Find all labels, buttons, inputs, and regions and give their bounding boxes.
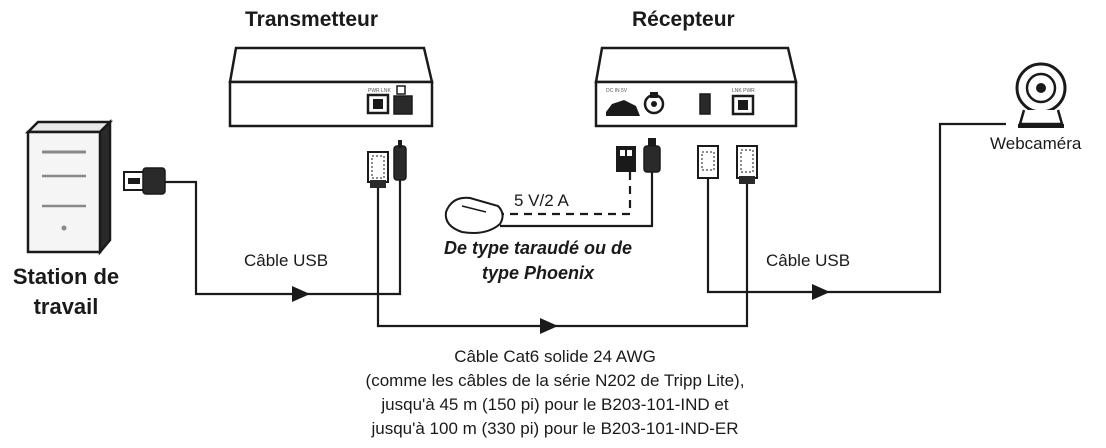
- webcam-label: Webcaméra: [990, 134, 1082, 153]
- webcam-icon: [1015, 62, 1067, 128]
- workstation-label-line2: travail: [33, 294, 99, 319]
- cables: [150, 122, 1006, 328]
- cat6-cable-caption: Câble Cat6 solide 24 AWG (comme les câbl…: [320, 345, 790, 441]
- svg-text:DC IN 5V: DC IN 5V: [606, 88, 628, 94]
- usb-plug-receiver-icon: [697, 145, 719, 179]
- power-type-line1: De type taraudé ou de: [443, 238, 633, 258]
- cat6-line1: Câble Cat6 solide 24 AWG: [454, 347, 656, 366]
- cat6-cable-path: [376, 178, 749, 328]
- usb-cable-right-path: [706, 122, 1006, 294]
- cat6-line2: (comme les câbles de la série N202 de Tr…: [365, 371, 745, 390]
- arrowheads: [292, 284, 830, 334]
- workstation-label-line1: Station de: [12, 264, 120, 289]
- cat6-line3: jusqu'à 45 m (150 pi) pour le B203-101-I…: [381, 395, 729, 414]
- rj45-plug-icon: [367, 151, 389, 188]
- workstation-tower: [24, 118, 114, 256]
- transmitter-label: Transmetteur: [245, 8, 379, 31]
- svg-text:LNK PWR: LNK PWR: [732, 88, 755, 94]
- rj45-plug-receiver-icon: [736, 145, 758, 184]
- transmitter-box: PWR LNK: [228, 46, 434, 128]
- usb-cable-left-path: [150, 178, 402, 296]
- cat6-line4: jusqu'à 100 m (330 pi) pour le B203-101-…: [371, 419, 739, 438]
- receiver-label: Récepteur: [632, 8, 735, 31]
- workstation-label: Station de travail: [4, 262, 128, 322]
- receiver-box: DC IN 5V LNK PWR: [594, 46, 798, 128]
- arrow-usb-left: [292, 286, 310, 302]
- usb-cable-right-label: Câble USB: [766, 251, 851, 270]
- arrow-cat6: [540, 318, 558, 334]
- power-type-line2: type Phoenix: [481, 263, 595, 283]
- svg-text:PWR LNK: PWR LNK: [368, 88, 391, 94]
- usb-plug-icon: [123, 167, 166, 195]
- dc-plug-icon: [393, 140, 407, 181]
- terminal-plug-icon: [616, 146, 636, 172]
- power-dashed-path: [500, 172, 632, 216]
- power-type-label: De type taraudé ou de type Phoenix: [412, 236, 664, 286]
- arrow-usb-right: [812, 284, 830, 300]
- usb-cable-left-label: Câble USB: [244, 251, 329, 270]
- barrel-plug-icon: [643, 138, 661, 173]
- power-adapter-icon: [444, 196, 504, 234]
- power-cable-path: [500, 172, 654, 228]
- power-rating-label: 5 V/2 A: [514, 191, 569, 210]
